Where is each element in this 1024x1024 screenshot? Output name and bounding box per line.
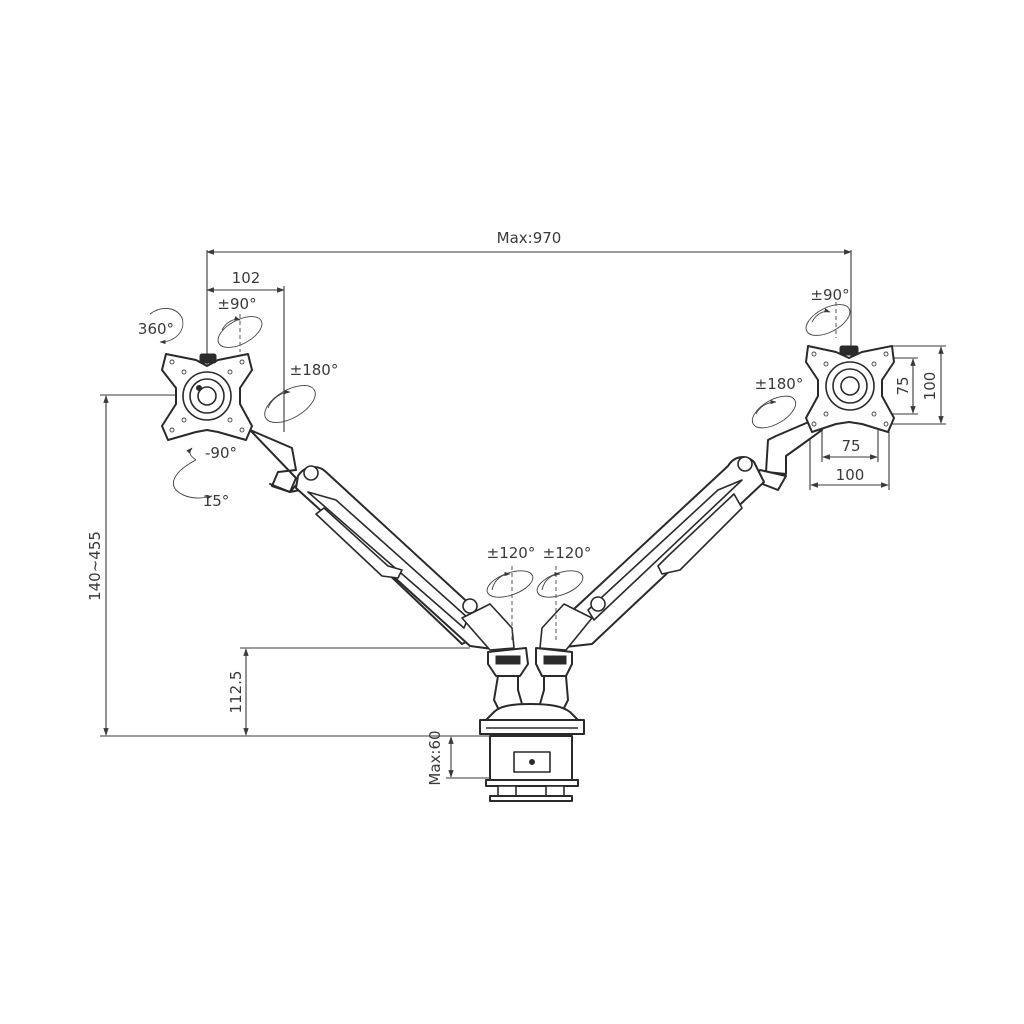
vesa-vertical-dimensions: 75 100 [880, 345, 946, 425]
clamp-max-label: Max:60 [426, 730, 444, 785]
vesa-horizontal-dimensions: 75 100 [809, 430, 890, 490]
max-reach-label: Max:970 [497, 229, 562, 247]
center-right-swivel-label: ±120° [543, 544, 592, 562]
vesa-small-width-label: 75 [841, 437, 860, 455]
left-rotate-label: 360° [138, 320, 174, 338]
right-vesa-plate [805, 345, 895, 433]
left-arm [249, 429, 515, 651]
vesa-large-height-label: 100 [921, 372, 939, 401]
left-tilt-label: ±90° [217, 295, 256, 313]
right-arm [539, 417, 823, 651]
tilt-ellipse-icon: ±90° [217, 295, 263, 352]
pole-height-dimension: 112.5 [227, 647, 470, 736]
vesa-small-height-label: 75 [894, 376, 912, 395]
left-vesa-plate [161, 353, 253, 441]
center-left-swivel-label: ±120° [487, 544, 536, 562]
center-pole [479, 647, 585, 735]
vesa-large-width-label: 100 [836, 466, 865, 484]
plate-offset-dimension: 102 [206, 269, 285, 432]
clamp-dimension: Max:60 [426, 730, 492, 786]
desk-clamp [485, 735, 579, 802]
plate-offset-label: 102 [232, 269, 261, 287]
swivel-ellipse-icon: ±180° [751, 375, 804, 429]
arm-height-label: 140~455 [86, 531, 104, 601]
swivel-ellipse-icon: ±120° [536, 544, 592, 640]
pole-height-label: 112.5 [227, 671, 245, 714]
tilt-range-icon: -90° 15° [173, 444, 237, 510]
right-swivel-label: ±180° [755, 375, 804, 393]
left-tilt-up-label: 15° [203, 492, 230, 510]
swivel-ellipse-icon: ±180° [264, 361, 339, 423]
arm-height-dimension: 140~455 [86, 394, 520, 737]
swivel-ellipse-icon: ±120° [487, 544, 536, 640]
rotation-arrow-icon: 360° [138, 308, 184, 345]
left-swivel-label: ±180° [290, 361, 339, 379]
left-tilt-down-label: -90° [205, 444, 237, 462]
tilt-ellipse-icon: ±90° [805, 286, 851, 338]
right-tilt-label: ±90° [810, 286, 849, 304]
